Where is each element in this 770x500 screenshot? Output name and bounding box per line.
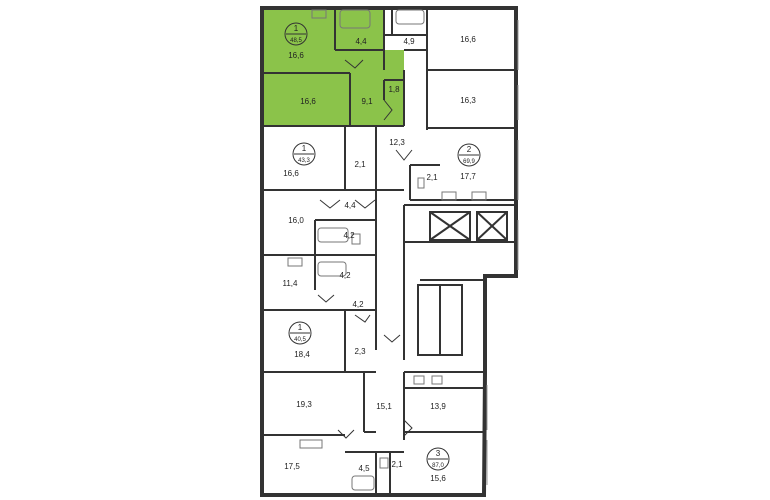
room-area: 2,1 (426, 173, 438, 182)
room-area: 15,1 (376, 402, 392, 411)
room-area: 18,4 (294, 350, 310, 359)
unit-number: 3 (436, 449, 441, 458)
room-area: 4,2 (352, 300, 364, 309)
room-area: 2,1 (391, 460, 403, 469)
unit-total-area: 43,3 (298, 158, 310, 164)
unit-number: 1 (298, 323, 303, 332)
unit-number: 1 (302, 144, 307, 153)
unit-number: 2 (467, 145, 472, 154)
unit-marker[interactable]: 2 69,9 (457, 143, 481, 167)
room-area: 2,3 (354, 347, 366, 356)
unit-total-area: 48,5 (290, 38, 302, 44)
room-area: 17,5 (284, 462, 300, 471)
room-area: 4,5 (358, 464, 370, 473)
room-area: 4,4 (355, 37, 367, 46)
windows-right (486, 20, 519, 485)
room-area: 4,4 (344, 201, 356, 210)
unit-total-area: 87,0 (432, 463, 444, 469)
room-area-labels: 16,6 4,4 16,6 9,1 1,8 4,9 16,6 16,3 12,3… (283, 35, 477, 483)
room-area: 19,3 (296, 400, 312, 409)
room-area: 4,2 (339, 271, 351, 280)
room-area: 9,1 (361, 97, 373, 106)
unit-marker[interactable]: 3 87,0 (426, 447, 450, 471)
room-area: 4,9 (403, 37, 415, 46)
room-area: 17,7 (460, 172, 476, 181)
room-area: 16,6 (283, 169, 299, 178)
room-area: 13,9 (430, 402, 446, 411)
interior-walls (264, 8, 516, 495)
unit-number: 1 (294, 24, 299, 33)
room-area: 16,3 (460, 96, 476, 105)
room-area: 2,1 (354, 160, 366, 169)
room-area: 15,6 (430, 474, 446, 483)
room-area: 16,6 (460, 35, 476, 44)
room-area: 1,8 (388, 85, 400, 94)
unit-marker[interactable]: 1 43,3 (292, 142, 316, 166)
unit-marker[interactable]: 1 48,5 (284, 22, 308, 46)
room-area: 16,6 (288, 51, 304, 60)
room-area: 11,4 (283, 279, 299, 288)
room-area: 4,2 (343, 231, 355, 240)
unit-total-area: 69,9 (463, 159, 475, 165)
door-swings (317, 59, 413, 439)
fixtures (287, 9, 487, 491)
room-area: 16,0 (288, 216, 304, 225)
unit-marker[interactable]: 1 40,5 (288, 321, 312, 345)
room-area: 12,3 (389, 138, 405, 147)
unit-total-area: 40,5 (294, 337, 306, 343)
room-area: 16,6 (300, 97, 316, 106)
